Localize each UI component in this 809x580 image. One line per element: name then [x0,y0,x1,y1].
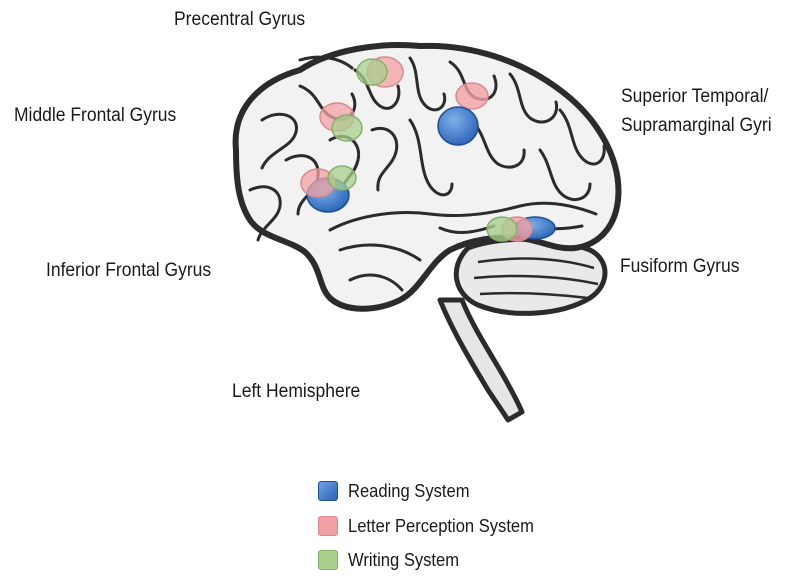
writing-swatch-icon [318,550,338,570]
brainstem [440,300,522,420]
writing-blob-fusiform [487,217,517,241]
label-left-hemisphere: Left Hemisphere [232,381,360,403]
legend-item-letter-perception: Letter Perception System [318,515,550,537]
legend-label: Letter Perception System [348,516,534,537]
letter-blob-superior-temporal [456,83,488,109]
writing-blob-middle-frontal [332,115,362,141]
reading-swatch-icon [318,481,338,501]
legend-label: Reading System [348,481,470,502]
legend-item-reading: Reading System [318,480,480,502]
label-superior-temporal: Superior Temporal/ [621,86,768,108]
label-supramarginal-gyri: Supramarginal Gyri [621,115,772,137]
label-fusiform-gyrus: Fusiform Gyrus [620,256,739,278]
legend-label: Writing System [348,550,459,571]
label-inferior-frontal-gyrus: Inferior Frontal Gyrus [46,260,211,282]
label-precentral-gyrus: Precentral Gyrus [174,9,305,31]
label-middle-frontal-gyrus: Middle Frontal Gyrus [14,105,176,127]
writing-blob-inferior-frontal [328,166,356,190]
writing-blob-precentral [357,59,387,85]
legend-item-writing: Writing System [318,549,469,571]
letter-swatch-icon [318,516,338,536]
reading-blob-superior-temporal [438,107,478,145]
